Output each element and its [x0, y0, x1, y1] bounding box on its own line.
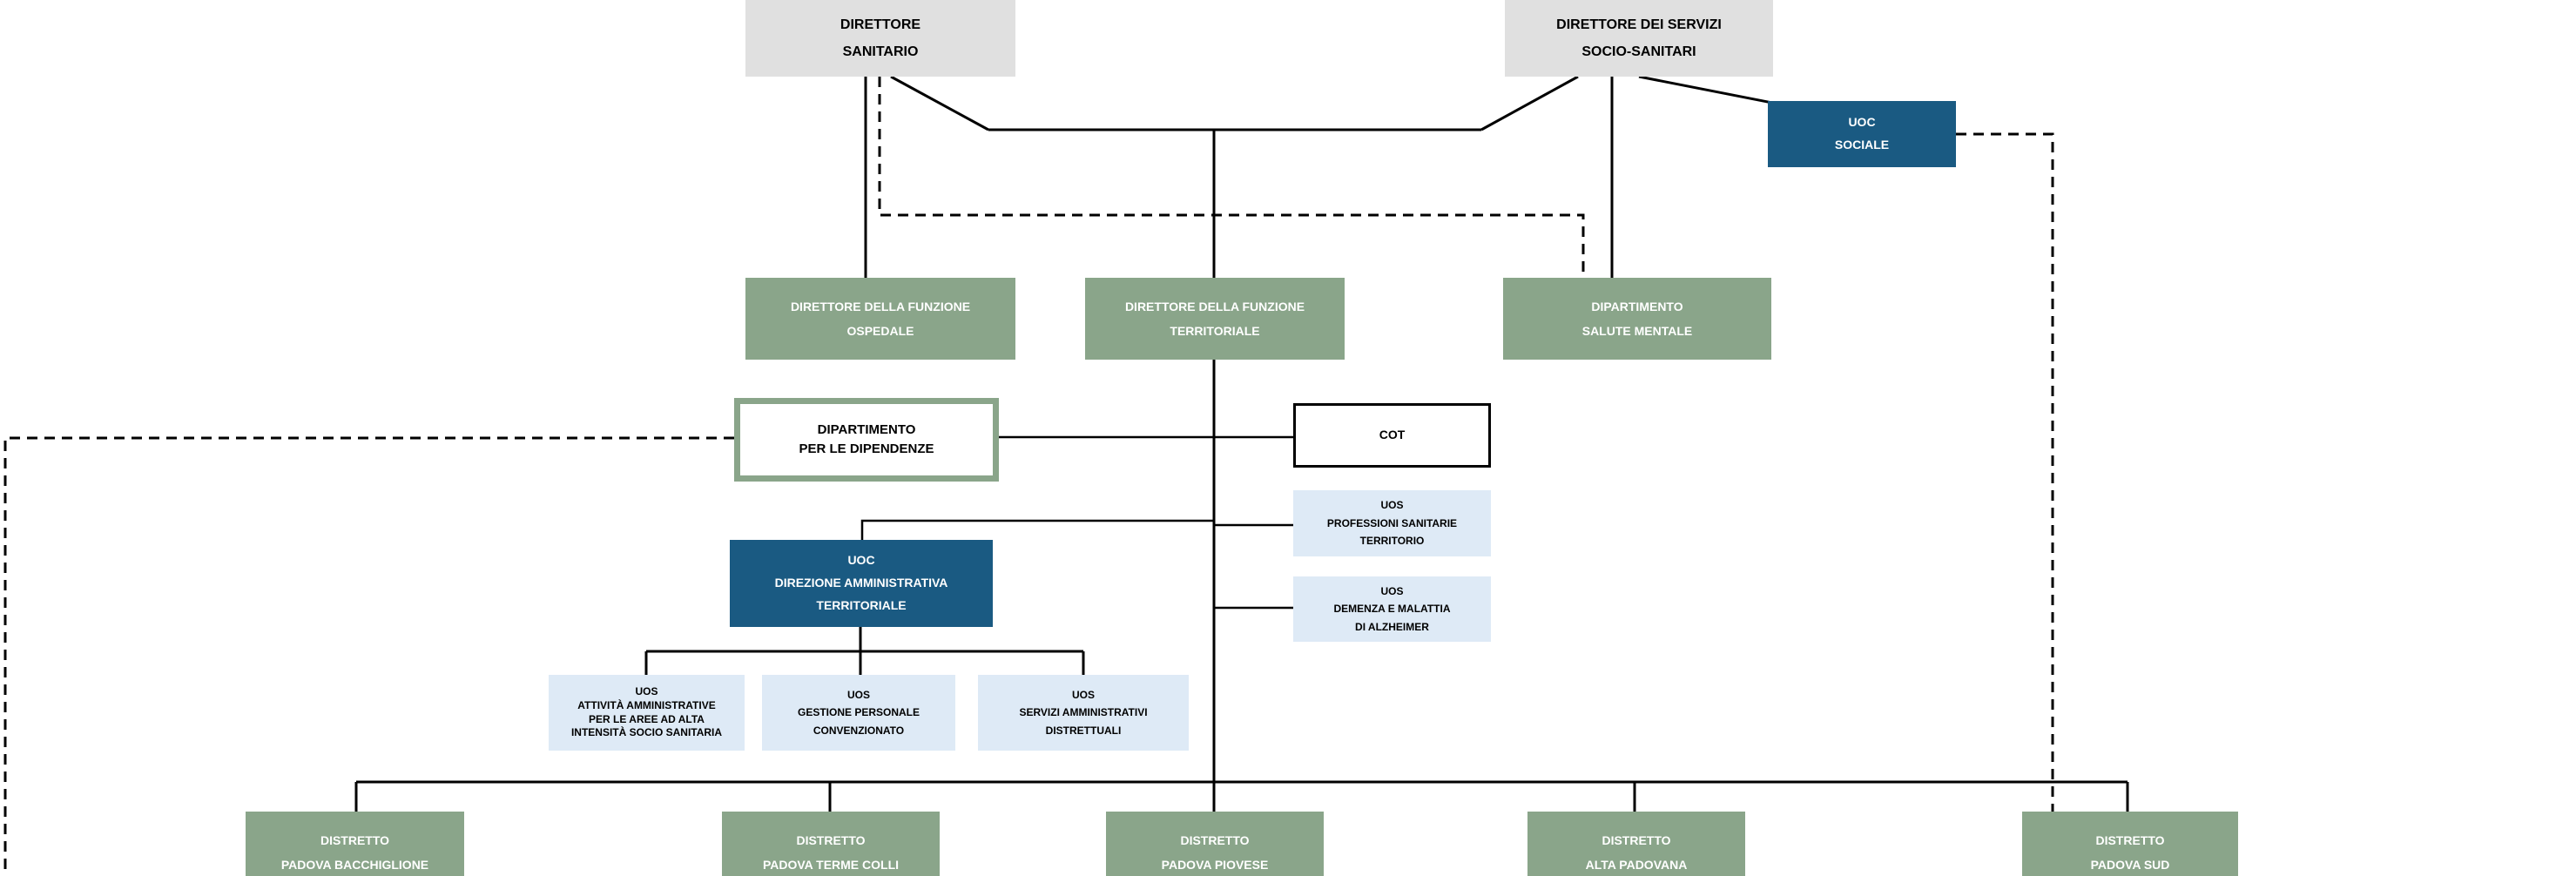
node-label-cot: COT	[1379, 428, 1406, 442]
node-label-uoc-direzione: UOC DIREZIONE AMMINISTRATIVA TERRITORIAL…	[774, 553, 948, 612]
node-label-distretto-padova-sud: DISTRETTO PADOVA SUD	[2090, 833, 2170, 872]
node-label-uoc-sociale: UOC SOCIALE	[1834, 115, 1890, 152]
node-uos-servizi-amministrativi: UOS SERVIZI AMMINISTRATIVI DISTRETTUALI	[978, 675, 1189, 751]
connector-trunk-uoc-direzione	[860, 519, 1214, 540]
connector-servizi-uoc-sociale-diagonal	[1638, 75, 1773, 104]
node-label-uos-attivita: UOS ATTIVITÀ AMMINISTRATIVE PER LE AREE …	[570, 684, 723, 739]
node-label-funzione-territoriale: DIRETTORE DELLA FUNZIONE TERRITORIALE	[1124, 300, 1305, 338]
node-uos-professioni-sanitarie: UOS PROFESSIONI SANITARIE TERRITORIO	[1293, 490, 1491, 556]
node-label-distretto-piovese: DISTRETTO PADOVA PIOVESE	[1161, 833, 1269, 872]
node-distretto-alta-padovana: DISTRETTO ALTA PADOVANA	[1527, 812, 1745, 876]
node-direttore-funzione-ospedale: DIRETTORE DELLA FUNZIONE OSPEDALE	[745, 278, 1015, 360]
connector-servizi-diagonal	[1480, 75, 1579, 131]
node-dipartimento-dipendenze: DIPARTIMENTO PER LE DIPENDENZE	[734, 398, 999, 482]
node-direttore-funzione-territoriale: DIRETTORE DELLA FUNZIONE TERRITORIALE	[1085, 278, 1345, 360]
node-label-dipendenze: DIPARTIMENTO PER LE DIPENDENZE	[799, 421, 934, 457]
node-label-funzione-ospedale: DIRETTORE DELLA FUNZIONE OSPEDALE	[790, 300, 971, 338]
node-distretto-padova-sud: DISTRETTO PADOVA SUD	[2022, 812, 2238, 876]
dashed-uoc-sociale-padova-sud	[1956, 132, 2054, 812]
node-uoc-direzione-amministrativa: UOC DIREZIONE AMMINISTRATIVA TERRITORIAL…	[730, 540, 993, 627]
node-uos-demenza-alzheimer: UOS DEMENZA E MALATTIA DI ALZHEIMER	[1293, 576, 1491, 642]
node-label-uos-gestione: UOS GESTIONE PERSONALE CONVENZIONATO	[797, 688, 920, 737]
node-label-uos-demenza: UOS DEMENZA E MALATTIA DI ALZHEIMER	[1333, 584, 1451, 633]
node-label-distretto-bacchiglione: DISTRETTO PADOVA BACCHIGLIONE	[280, 833, 429, 872]
node-direttore-sanitario: DIRETTORE SANITARIO	[745, 0, 1015, 77]
node-label-direttore-sanitario: DIRETTORE SANITARIO	[840, 17, 921, 59]
node-label-distretto-alta-padovana: DISTRETTO ALTA PADOVANA	[1585, 833, 1688, 872]
node-uoc-sociale: UOC SOCIALE	[1768, 101, 1956, 167]
node-direttore-servizi-socio-sanitari: DIRETTORE DEI SERVIZI SOCIO-SANITARI	[1505, 0, 1773, 77]
node-label-uos-servizi: UOS SERVIZI AMMINISTRATIVI DISTRETTUALI	[1019, 688, 1148, 737]
node-label-direttore-servizi: DIRETTORE DEI SERVIZI SOCIO-SANITARI	[1556, 17, 1722, 59]
dashed-dipendenze-left	[3, 436, 734, 876]
dashed-sanitario-salute-mentale	[878, 77, 1585, 278]
node-label-uos-professioni: UOS PROFESSIONI SANITARIE TERRITORIO	[1326, 499, 1458, 548]
node-distretto-padova-bacchiglione: DISTRETTO PADOVA BACCHIGLIONE	[246, 812, 464, 876]
connector-sanitario-diagonal	[890, 75, 989, 131]
node-dipartimento-salute-mentale: DIPARTIMENTO SALUTE MENTALE	[1503, 278, 1771, 360]
node-distretto-padova-terme-colli: DISTRETTO PADOVA TERME COLLI	[722, 812, 940, 876]
node-label-distretto-terme-colli: DISTRETTO PADOVA TERME COLLI	[762, 833, 900, 872]
node-cot: COT	[1293, 403, 1491, 468]
node-uos-gestione-personale: UOS GESTIONE PERSONALE CONVENZIONATO	[762, 675, 955, 751]
node-uos-attivita-amministrative: UOS ATTIVITÀ AMMINISTRATIVE PER LE AREE …	[549, 675, 745, 751]
node-distretto-padova-piovese: DISTRETTO PADOVA PIOVESE	[1106, 812, 1324, 876]
node-label-salute-mentale: DIPARTIMENTO SALUTE MENTALE	[1581, 300, 1693, 338]
